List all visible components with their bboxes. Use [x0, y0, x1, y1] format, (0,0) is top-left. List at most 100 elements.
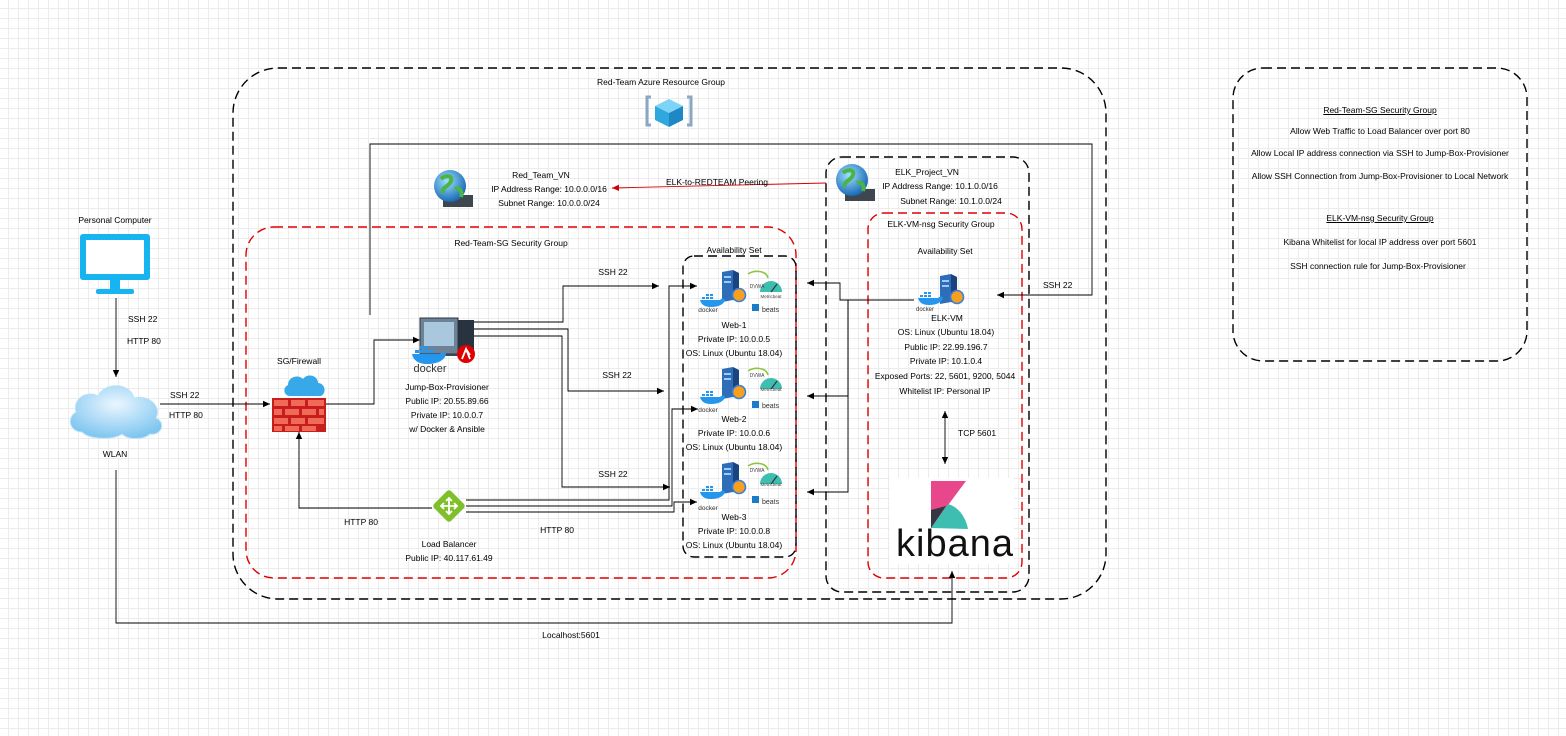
resource-group-icon: [645, 95, 693, 127]
rules-red-item-2: Allow Local IP address connection via SS…: [1251, 148, 1509, 158]
rules-red-title: Red-Team-SG Security Group: [1323, 105, 1437, 115]
kibana-logo: [890, 478, 1014, 564]
web3-beats-icon: [752, 496, 759, 503]
red-sg-boundary: [245, 226, 797, 579]
edge-label-wlan-http: HTTP 80: [169, 410, 203, 420]
web2-beats-text: beats: [762, 403, 780, 410]
web2-metricbeat-text: Metricbeat: [760, 387, 782, 392]
web2-os: OS: Linux (Ubuntu 18.04): [685, 442, 783, 452]
edge-jumpbox-web1: [466, 282, 659, 323]
edge-lb-web2: [466, 405, 698, 507]
web2-docker-icon: [700, 391, 725, 404]
web2-beats-icon: [752, 401, 759, 408]
web3-dvwa-text: DVWA: [749, 468, 765, 474]
web2-private-ip: Private IP: 10.0.0.6: [697, 428, 771, 438]
jumpbox-private-ip: Private IP: 10.0.0.7: [410, 410, 484, 420]
edge-label-wlan-ssh: SSH 22: [170, 390, 200, 400]
elk-nsg-label: ELK-VM-nsg Security Group: [887, 219, 995, 229]
edge-firewall-jumpbox: [326, 336, 420, 405]
elk-vm-ports: Exposed Ports: 22, 5601, 9200, 5044: [874, 371, 1016, 381]
rules-red-item-1: Allow Web Traffic to Load Balancer over …: [1290, 126, 1470, 136]
personal-computer-label: Personal Computer: [78, 215, 152, 225]
web2-dvwa-text: DVWA: [749, 373, 765, 379]
web3-private-ip: Private IP: 10.0.0.8: [697, 526, 771, 536]
red-vnet-ip-range: IP Address Range: 10.0.0.0/16: [491, 184, 607, 194]
edge-lb-web3: [466, 498, 697, 513]
web1-beats-text: beats: [762, 307, 780, 314]
web1-beats-icon: [752, 304, 759, 311]
web3-name: Web-3: [721, 512, 747, 522]
edge-label-web2-ssh: SSH 22: [602, 370, 632, 380]
monitor-icon: [80, 234, 150, 294]
elk-vm-os: OS: Linux (Ubuntu 18.04): [897, 327, 995, 337]
web2-dvwa-icon: [747, 367, 769, 376]
edge-elk-web3: [807, 299, 914, 496]
elk-vnet-subnet: Subnet Range: 10.1.0.0/24: [900, 196, 1002, 206]
elk-docker-icon: [918, 292, 943, 305]
web-server-icons: [700, 270, 782, 503]
edge-label-localhost: Localhost:5601: [542, 630, 600, 640]
availability-set-elk-label: Availability Set: [917, 246, 973, 256]
docker-icon: [412, 346, 446, 364]
elk-vnet-boundary: [825, 156, 1030, 593]
kibana-wordmark: kibana: [896, 523, 1014, 565]
resource-group-label: Red-Team Azure Resource Group: [596, 77, 726, 87]
ansible-icon: [457, 345, 475, 363]
load-balancer-arrows: [439, 496, 459, 516]
rules-elk-item-2: SSH connection rule for Jump-Box-Provisi…: [1290, 261, 1466, 271]
web3-icon-group: [700, 462, 782, 503]
rules-legend-boundary: [1232, 67, 1528, 362]
edge-jumpbox-web3: [466, 335, 670, 491]
edge-wlan-kibana: [115, 470, 956, 624]
firewall-icon: [272, 375, 326, 432]
web3-metricbeat-text: Metricbeat: [760, 482, 782, 487]
web1-dvwa-text: DVWA: [749, 284, 765, 290]
web2-icon-group: [700, 367, 782, 408]
jumpbox-name: Jump-Box-Provisioner: [405, 382, 489, 392]
elk-vnet-name: ELK_Project_VN: [895, 167, 959, 177]
elk-vm-public-ip: Public IP: 22.99.196.7: [904, 342, 988, 352]
web1-os: OS: Linux (Ubuntu 18.04): [685, 348, 783, 358]
red-vnet-globe-icon: [434, 170, 473, 207]
web2-docker-text: docker: [698, 407, 718, 414]
elk-vm-private-ip: Private IP: 10.1.0.4: [909, 356, 983, 366]
edge-label-elk-ssh: SSH 22: [1043, 280, 1073, 290]
edge-label-fw-lb-http: HTTP 80: [344, 517, 378, 527]
availability-set-red-label: Availability Set: [706, 245, 762, 255]
rules-elk-title: ELK-VM-nsg Security Group: [1326, 213, 1434, 223]
web1-gear-icon: [731, 287, 747, 303]
web3-gear-icon: [731, 479, 747, 495]
availability-set-red-boundary: [682, 255, 797, 558]
red-vnet-subnet: Subnet Range: 10.0.0.0/24: [498, 198, 600, 208]
web1-private-ip: Private IP: 10.0.0.5: [697, 334, 771, 344]
web1-icon-group: [700, 270, 782, 311]
edge-label-lb-web-http: HTTP 80: [540, 525, 574, 535]
edge-label-pc-http: HTTP 80: [127, 336, 161, 346]
red-sg-label: Red-Team-SG Security Group: [454, 238, 568, 248]
firewall-label: SG/Firewall: [277, 356, 321, 366]
elk-vnet-globe-icon: [836, 164, 875, 201]
web2-server-icon: [722, 367, 733, 399]
edge-label-web1-ssh: SSH 22: [598, 267, 628, 277]
edge-lb-firewall: [295, 432, 432, 509]
edge-label-tcp: TCP 5601: [958, 428, 997, 438]
load-balancer-public-ip: Public IP: 40.117.61.49: [405, 553, 493, 563]
jumpbox-public-ip: Public IP: 20.55.89.66: [405, 396, 489, 406]
web3-dvwa-icon: [747, 462, 769, 471]
wlan-label: WLAN: [102, 449, 128, 459]
resource-group-boundary: [232, 67, 1107, 600]
rules-red-item-3: Allow SSH Connection from Jump-Box-Provi…: [1251, 171, 1509, 181]
web2-name: Web-2: [721, 414, 747, 424]
web1-metricbeat-text: Metricbeat: [760, 294, 782, 299]
edge-elk-web1: [807, 279, 914, 301]
rules-elk-item-1: Kibana Whitelist for local IP address ov…: [1283, 237, 1477, 247]
web1-name: Web-1: [721, 320, 747, 330]
web3-server-icon: [722, 462, 733, 494]
red-vnet-name: Red_Team_VN: [512, 170, 570, 180]
jumpbox-docker-text: docker: [413, 363, 447, 375]
elk-vnet-ip-range: IP Address Range: 10.1.0.0/16: [882, 181, 998, 191]
edge-jumpbox-web2: [466, 328, 664, 395]
cloud-icon: [69, 385, 163, 439]
web3-os: OS: Linux (Ubuntu 18.04): [685, 540, 783, 550]
